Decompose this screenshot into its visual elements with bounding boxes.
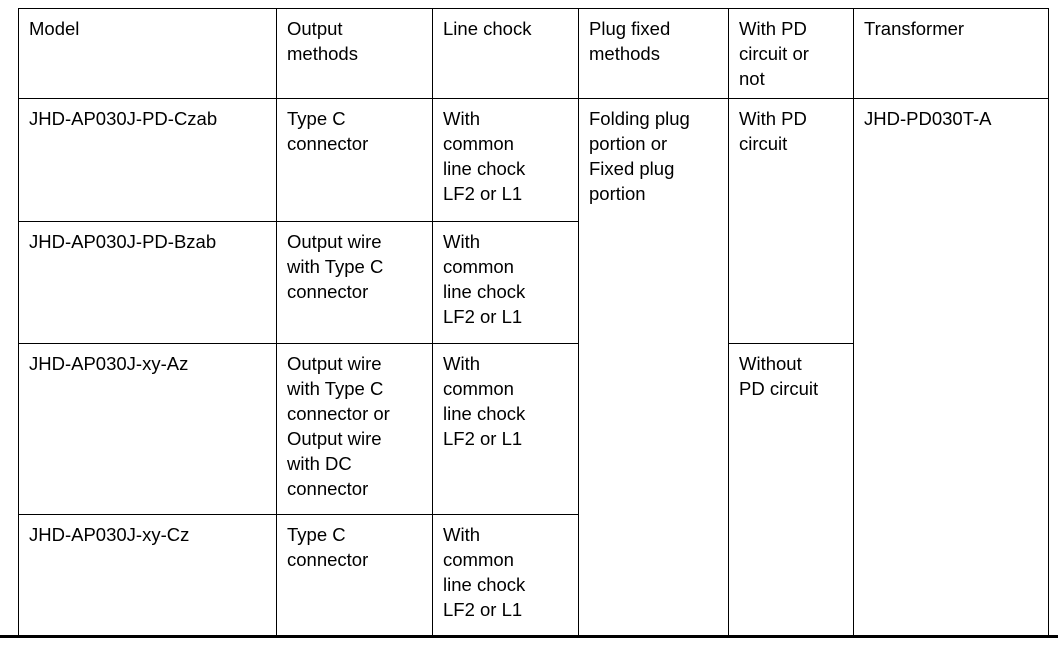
cell-output-methods: Output wire with Type C connector or Out… bbox=[276, 343, 433, 515]
cell-line-chock: With common line chock LF2 or L1 bbox=[432, 343, 579, 515]
cell-plug-fixed-methods: Folding plug portion or Fixed plug porti… bbox=[578, 98, 729, 637]
column-header-line-chock: Line chock bbox=[432, 8, 579, 99]
column-header-plug-fixed-methods: Plug fixed methods bbox=[578, 8, 729, 99]
cell-output-methods: Type C connector bbox=[276, 98, 433, 222]
model-specification-table: Model Output methods Line chock Plug fix… bbox=[18, 8, 1049, 637]
table-row: JHD-AP030J-xy-Az Output wire with Type C… bbox=[18, 343, 1049, 637]
cell-model: JHD-AP030J-PD-Bzab bbox=[18, 221, 277, 344]
page-bottom-rule bbox=[0, 635, 1058, 638]
cell-transformer: JHD-PD030T-A bbox=[853, 98, 1049, 637]
table-header-row: Model Output methods Line chock Plug fix… bbox=[18, 8, 1049, 99]
cell-line-chock: With common line chock LF2 or L1 bbox=[432, 98, 579, 222]
cell-model: JHD-AP030J-xy-Cz bbox=[18, 514, 277, 637]
cell-pd-circuit: With PD circuit bbox=[728, 98, 854, 344]
cell-output-methods: Type C connector bbox=[276, 514, 433, 637]
cell-line-chock: With common line chock LF2 or L1 bbox=[432, 514, 579, 637]
column-header-pd-circuit: With PD circuit or not bbox=[728, 8, 854, 99]
table-row: JHD-AP030J-PD-Czab Type C connector With… bbox=[18, 98, 1049, 637]
column-header-model: Model bbox=[18, 8, 277, 99]
cell-line-chock: With common line chock LF2 or L1 bbox=[432, 221, 579, 344]
cell-model: JHD-AP030J-PD-Czab bbox=[18, 98, 277, 222]
cell-model: JHD-AP030J-xy-Az bbox=[18, 343, 277, 515]
column-header-output-methods: Output methods bbox=[276, 8, 433, 99]
table-row: JHD-AP030J-PD-Bzab Output wire with Type… bbox=[18, 221, 1049, 344]
cell-pd-circuit: Without PD circuit bbox=[728, 343, 854, 637]
table-row: JHD-AP030J-xy-Cz Type C connector With c… bbox=[18, 514, 1049, 637]
column-header-transformer: Transformer bbox=[853, 8, 1049, 99]
cell-output-methods: Output wire with Type C connector bbox=[276, 221, 433, 344]
